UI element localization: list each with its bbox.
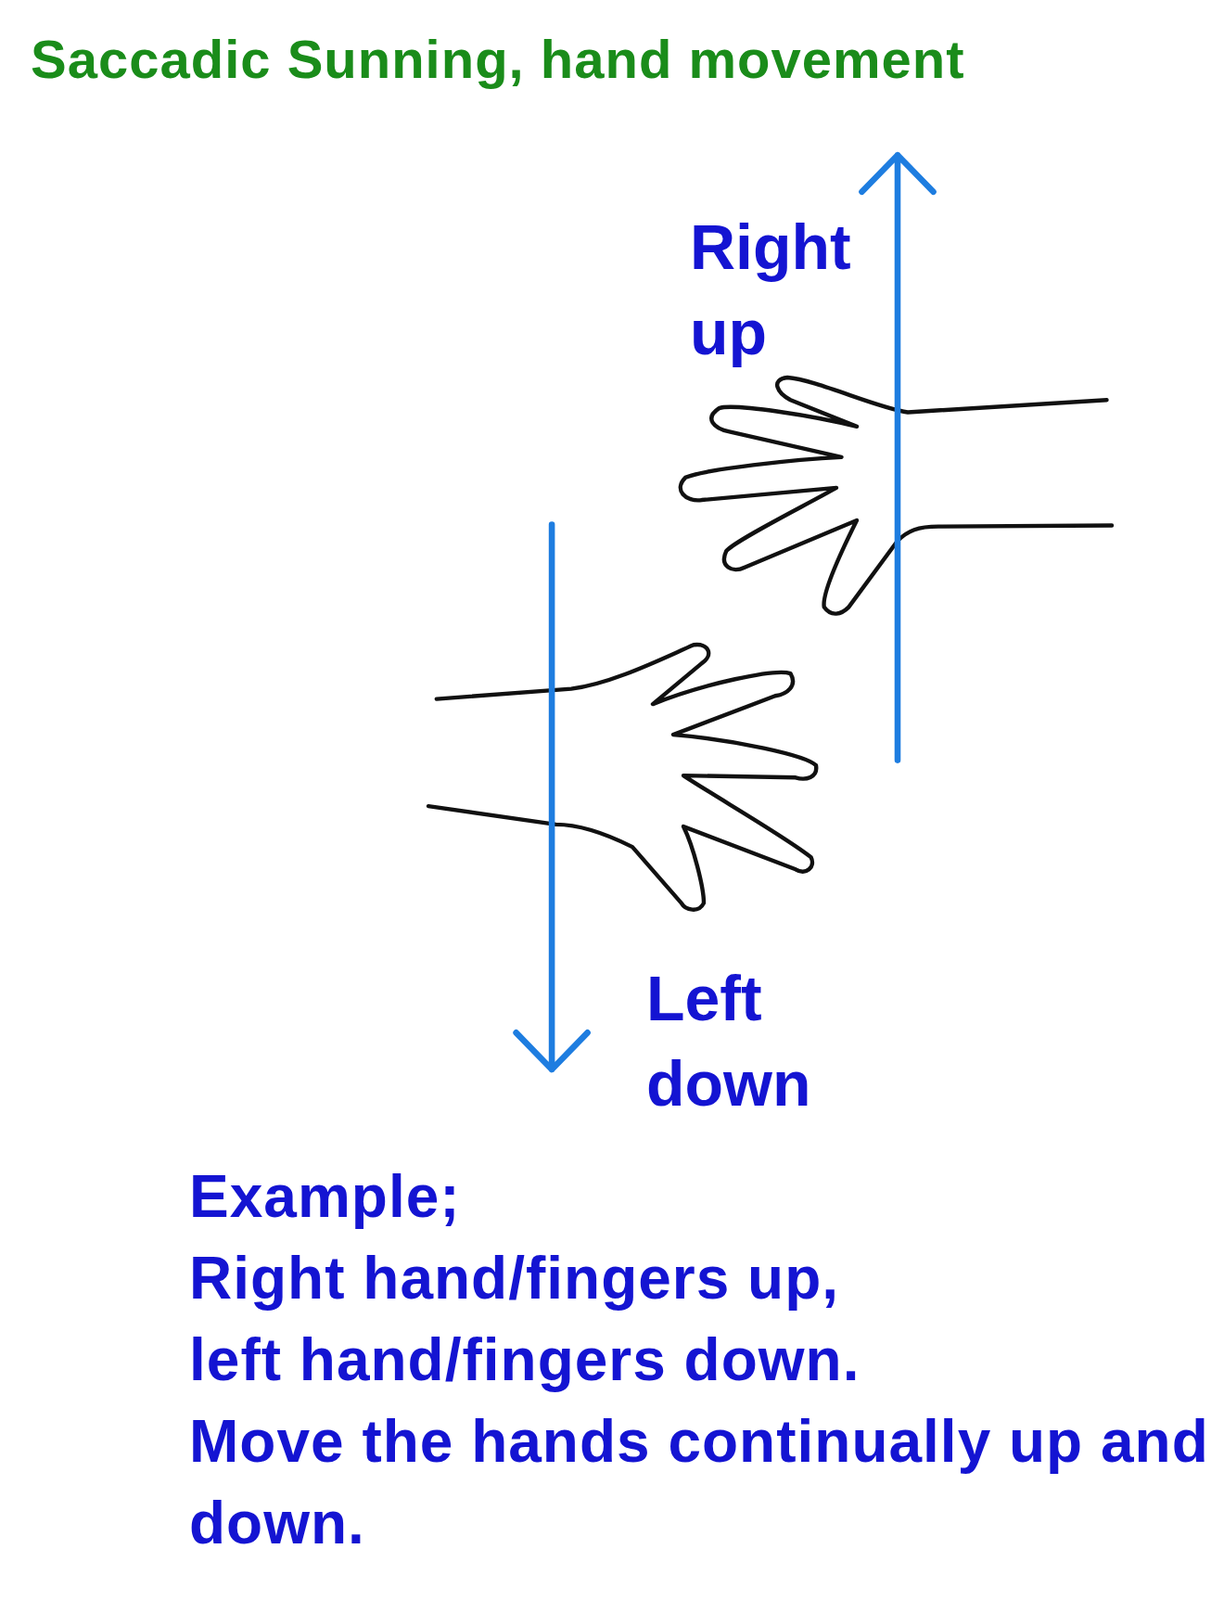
left-hand (428, 644, 816, 910)
note-text: Move the hands continually up and down. (189, 1400, 1219, 1564)
note-text: Example; (189, 1155, 1219, 1237)
note-text: Right hand/fingers up, (189, 1236, 1219, 1319)
title: Saccadic Sunning, hand movement (30, 26, 1218, 92)
direction-label: Left down (646, 955, 842, 1126)
direction-label: Right up (689, 204, 885, 375)
up-arrow (862, 154, 934, 760)
note-text: left hand/fingers down. (189, 1318, 1219, 1401)
down-arrow (516, 523, 588, 1069)
